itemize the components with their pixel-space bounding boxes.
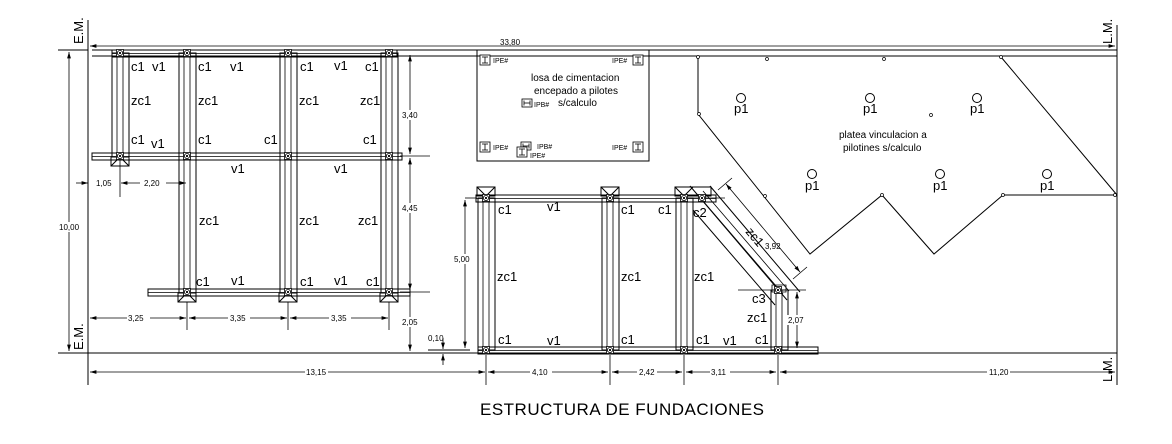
svg-text:losa de cimentacion: losa de cimentacion [531, 73, 619, 84]
block1-labels: c1 v1 zc1 c1 v1 c1 v1 zc1 c1 c1 c1 v1 c1… [131, 58, 380, 289]
svg-text:v1: v1 [334, 58, 348, 73]
svg-text:c1: c1 [300, 274, 314, 289]
svg-text:2,42: 2,42 [639, 368, 655, 377]
svg-text:c1: c1 [300, 59, 314, 74]
tie-beam-label: zc1 [131, 93, 151, 108]
svg-text:zc1: zc1 [199, 213, 219, 228]
svg-text:11,20: 11,20 [989, 368, 1009, 377]
svg-text:c1: c1 [264, 132, 278, 147]
svg-text:c1: c1 [498, 202, 512, 217]
svg-text:IPE#: IPE# [612, 145, 627, 152]
svg-text:3,35: 3,35 [331, 314, 347, 323]
svg-text:IPE#: IPE# [493, 58, 508, 65]
column-label: c1 [131, 59, 145, 74]
svg-text:IPB#: IPB# [537, 144, 552, 151]
svg-text:1,05: 1,05 [96, 179, 112, 188]
svg-text:pilotines s/calculo: pilotines s/calculo [843, 143, 922, 154]
svg-text:v1: v1 [547, 333, 561, 348]
svg-text:0,10: 0,10 [428, 334, 444, 343]
svg-text:s/calculo: s/calculo [558, 98, 597, 109]
svg-text:zc1: zc1 [299, 213, 319, 228]
lm-label-bottom: L.M. [1100, 357, 1115, 382]
svg-text:zc1: zc1 [497, 269, 517, 284]
svg-text:L.M.: L.M. [1100, 357, 1115, 382]
svg-text:zc1: zc1 [358, 213, 378, 228]
svg-text:3,92: 3,92 [765, 242, 781, 251]
svg-text:E.M.: E.M. [71, 323, 86, 350]
svg-text:c1: c1 [755, 332, 769, 347]
svg-text:3,25: 3,25 [128, 314, 144, 323]
drawing-title: ESTRUCTURA DE FUNDACIONES [480, 400, 765, 419]
svg-text:E.M.: E.M. [71, 17, 86, 44]
svg-text:v1: v1 [334, 161, 348, 176]
em-label-top: E.M. [71, 17, 86, 44]
svg-text:c1: c1 [198, 132, 212, 147]
em-label-bottom: E.M. [71, 323, 86, 350]
block2-labels: c1 v1 zc1 c1 v1 c1 c1 zc1 c1 c2 zc1 c1 v… [497, 199, 769, 348]
column-c3-label: c3 [752, 291, 766, 306]
svg-text:3,11: 3,11 [711, 368, 727, 377]
block1-frame [91, 49, 411, 303]
overall-width-dim: 33,80 [500, 38, 521, 47]
svg-text:L.M.: L.M. [1100, 19, 1115, 44]
svg-text:IPE#: IPE# [530, 153, 545, 160]
svg-text:zc1: zc1 [299, 93, 319, 108]
svg-text:platea vinculacion a: platea vinculacion a [839, 130, 927, 141]
svg-text:zc1: zc1 [198, 93, 218, 108]
svg-text:5,00: 5,00 [454, 255, 470, 264]
svg-text:zc1: zc1 [621, 269, 641, 284]
svg-text:p1: p1 [933, 178, 947, 193]
svg-text:c1: c1 [621, 332, 635, 347]
svg-text:c1: c1 [198, 59, 212, 74]
svg-text:zc1: zc1 [694, 269, 714, 284]
beam-label: v1 [151, 136, 165, 151]
svg-text:4,45: 4,45 [402, 204, 418, 213]
block2-frame [475, 185, 819, 355]
svg-text:zc1: zc1 [747, 310, 767, 325]
overall-height-dimension: 10,00 [58, 52, 80, 351]
svg-text:v1: v1 [231, 161, 245, 176]
svg-text:p1: p1 [805, 178, 819, 193]
svg-text:p1: p1 [970, 101, 984, 116]
foundation-slab-box: IPE# IPE# losa de cimentacion encepado a… [476, 49, 650, 162]
svg-text:v1: v1 [547, 199, 561, 214]
svg-text:c1: c1 [658, 202, 672, 217]
svg-text:IPB#: IPB# [534, 102, 549, 109]
svg-text:10,00: 10,00 [59, 223, 80, 232]
svg-text:c1: c1 [498, 332, 512, 347]
beam-label: v1 [152, 59, 166, 74]
svg-text:v1: v1 [231, 273, 245, 288]
svg-text:c1: c1 [365, 59, 379, 74]
platea-slab: p1 p1 p1 p1 p1 p1 platea vinculacion a p… [696, 55, 1118, 255]
block1-dimensions: 1,05 2,20 3,25 3,35 3,35 3,40 4,45 2,05 … [76, 55, 485, 377]
column-c2-label: c2 [693, 205, 707, 220]
block2-dimensions: 5,00 4,10 2,42 3,11 11,20 3,92 2,07 [453, 177, 1115, 385]
svg-text:v1: v1 [334, 273, 348, 288]
svg-text:3,35: 3,35 [230, 314, 246, 323]
pile-label: p1 [734, 101, 748, 116]
svg-text:c1: c1 [366, 274, 380, 289]
svg-text:zc1: zc1 [360, 93, 380, 108]
svg-text:IPE#: IPE# [612, 58, 627, 65]
svg-text:2,07: 2,07 [788, 316, 804, 325]
svg-text:v1: v1 [723, 333, 737, 348]
column-label: c1 [131, 132, 145, 147]
svg-text:c1: c1 [696, 332, 710, 347]
svg-text:c1: c1 [621, 202, 635, 217]
svg-text:p1: p1 [1040, 178, 1054, 193]
svg-text:13,15: 13,15 [306, 368, 327, 377]
svg-text:2,20: 2,20 [144, 179, 160, 188]
svg-text:4,10: 4,10 [532, 368, 548, 377]
svg-text:v1: v1 [230, 59, 244, 74]
svg-text:3,40: 3,40 [402, 111, 418, 120]
lm-label-top: L.M. [1100, 19, 1115, 44]
svg-text:c1: c1 [196, 274, 210, 289]
svg-text:p1: p1 [863, 101, 877, 116]
svg-text:encepado a pilotes: encepado a pilotes [534, 86, 618, 97]
svg-text:2,05: 2,05 [402, 318, 418, 327]
svg-text:IPE#: IPE# [493, 145, 508, 152]
svg-text:c1: c1 [363, 132, 377, 147]
